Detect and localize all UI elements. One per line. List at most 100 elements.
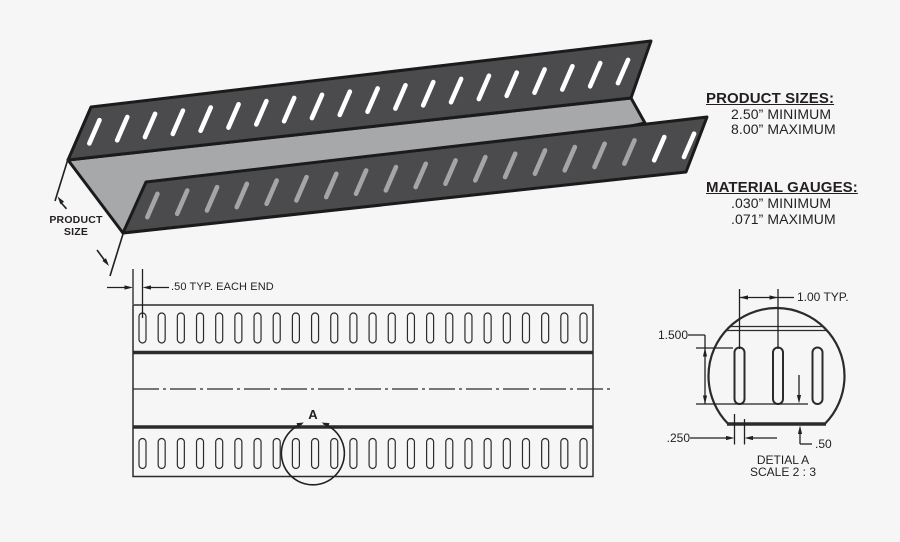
detail-edge-offset-text: .50 (815, 437, 832, 451)
dimension-arrow-line (96, 249, 107, 262)
iso-slot (504, 70, 520, 99)
plan-slot (406, 312, 416, 344)
plan-slot (368, 437, 377, 470)
product-size-minimum: 2.50” MINIMUM (731, 106, 832, 122)
plan-slots-top (138, 312, 588, 344)
iso-slot (443, 158, 458, 187)
plan-slot (368, 312, 377, 344)
iso-slot (532, 148, 548, 176)
plan-slot (234, 437, 243, 470)
plan-slot (310, 437, 320, 470)
product-size-label-line1: PRODUCT (49, 214, 103, 226)
plan-slot (234, 312, 243, 344)
extension-line (109, 233, 124, 277)
plan-slot (253, 312, 262, 344)
iso-slot (559, 63, 575, 92)
plan-slot (349, 312, 358, 344)
plan-slot (310, 312, 320, 344)
iso-top-flange (66, 39, 653, 162)
iso-slot (337, 89, 353, 118)
material-gauge-maximum: .071” MAXIMUM (731, 210, 836, 227)
specs-panel: PRODUCT SIZES: 2.50” MINIMUM 8.00” MAXIM… (706, 90, 876, 227)
iso-product-size-dimension (54, 158, 124, 277)
iso-slot (264, 178, 280, 207)
product-size-label: PRODUCT SIZE (45, 214, 107, 238)
detail-pitch-text: 1.00 TYP. (797, 290, 849, 304)
plan-slot (579, 312, 588, 344)
iso-slot (615, 57, 631, 86)
arrowhead (769, 295, 778, 300)
plan-slot (502, 312, 511, 344)
plan-slot (387, 312, 396, 344)
plan-slot (579, 437, 588, 470)
plan-slot (157, 437, 166, 470)
product-size-label-line2: SIZE (63, 226, 89, 238)
detail-slot-width-text: .250 (666, 431, 690, 445)
arrowhead (796, 395, 802, 404)
plan-slots-bottom (138, 437, 588, 470)
iso-slot (114, 114, 130, 143)
detail-view (707, 307, 846, 426)
iso-slot (170, 108, 186, 137)
plan-slot (215, 312, 224, 344)
plan-slot (483, 312, 492, 344)
plan-slot (176, 312, 185, 344)
iso-slot (281, 95, 297, 124)
arrowhead (296, 422, 304, 428)
plan-slot (502, 437, 511, 470)
plan-slot (253, 437, 262, 470)
plan-slot (195, 437, 205, 470)
arrowhead (739, 295, 748, 300)
detail-title: DETIAL A (756, 453, 810, 467)
detail-boundary-circle (707, 307, 846, 425)
iso-slot (234, 181, 250, 210)
arrowhead (797, 425, 803, 434)
iso-slot (204, 184, 220, 213)
arrowhead (726, 435, 735, 441)
iso-top-slots (87, 57, 631, 146)
iso-bottom-flange (121, 115, 709, 235)
iso-slot (476, 73, 492, 102)
iso-slot (142, 111, 158, 140)
plan-slot (406, 437, 416, 470)
iso-slot (353, 168, 369, 197)
plan-slot (157, 312, 166, 344)
plan-end-offset-dimension (107, 269, 169, 318)
plan-slot (330, 312, 339, 344)
arrowhead (321, 422, 330, 428)
plan-slot (387, 437, 396, 470)
arrowhead (744, 435, 753, 441)
plan-slot (426, 312, 435, 344)
plan-slot (426, 437, 435, 470)
iso-slot (448, 76, 464, 105)
material-gauge-minimum: .030” MINIMUM (731, 195, 832, 212)
plan-outline (132, 304, 594, 478)
plan-slot (464, 437, 473, 470)
arrowhead (702, 348, 708, 357)
plan-view (132, 304, 611, 478)
iso-slot (383, 164, 399, 193)
extension-line (54, 158, 69, 202)
plan-slot (464, 312, 473, 344)
plan-slot (445, 437, 454, 470)
iso-slot (420, 79, 436, 108)
plan-slot (560, 437, 569, 470)
material-gauges-heading: MATERIAL GAUGES: (706, 179, 858, 197)
iso-slot (365, 86, 380, 115)
detail-slot (772, 346, 784, 405)
iso-slot (587, 60, 603, 89)
plan-slot (445, 312, 454, 344)
detail-callout-label: A (308, 407, 318, 422)
plan-slot (541, 437, 550, 470)
detail-slot (811, 346, 824, 405)
plan-slot (195, 312, 205, 344)
plan-slot (176, 437, 185, 470)
arrowhead (57, 196, 65, 205)
iso-slot (174, 188, 190, 217)
arrowhead (702, 395, 708, 404)
plan-detail-callout (280, 422, 346, 486)
iso-bottom-slots (145, 131, 697, 220)
plan-slot (560, 312, 569, 344)
